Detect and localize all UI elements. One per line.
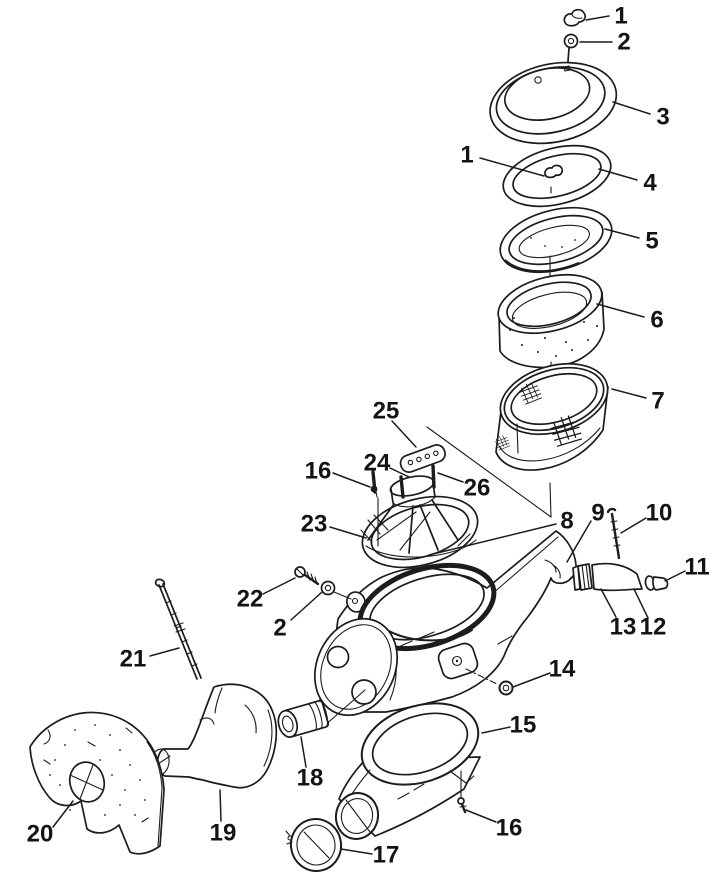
leader-line-6: [596, 303, 645, 318]
leader-line-8: [428, 523, 557, 556]
part-19-intake-boot: [150, 683, 278, 789]
leader-line-3: [612, 101, 651, 115]
callout-label-21: 21: [120, 646, 147, 673]
assembly-guide-line: [426, 426, 552, 518]
callout-label-11: 11: [684, 554, 709, 581]
part-13-hose-fitting: [572, 563, 593, 591]
leader-line-12: [633, 588, 649, 619]
callout-label-15: 15: [510, 712, 537, 739]
callout-label-16a: 16: [305, 458, 332, 485]
part-7-filter-element: [494, 362, 609, 471]
mount-boss-middle: [437, 642, 498, 685]
callout-label-22: 22: [237, 586, 264, 613]
leader-line-11: [664, 570, 686, 582]
part-20-foam-seal: [29, 711, 165, 855]
leader-line-18: [300, 736, 307, 768]
part-5-plate: [499, 206, 613, 274]
part-11-fitting-cap: [644, 575, 669, 591]
leader-line-23: [329, 526, 367, 539]
leader-line-1a: [585, 15, 610, 21]
callout-label-26: 26: [464, 475, 491, 502]
callout-label-17: 17: [373, 842, 400, 869]
part-15-intake-duct: [334, 702, 481, 840]
foam-seal-hole: [68, 761, 106, 803]
callout-label-9: 9: [591, 500, 604, 527]
callout-label-8: 8: [560, 508, 573, 535]
callout-label-14: 14: [549, 656, 576, 683]
parts-layer: [29, 8, 669, 872]
leader-line-5: [604, 228, 640, 239]
part-25-bracket-plate: [399, 444, 446, 473]
outlet-nipple-lines: [544, 559, 561, 579]
leader-line-4: [598, 168, 638, 181]
callout-label-4: 4: [643, 170, 657, 197]
part-1-clip-top: [563, 8, 587, 27]
leader-line-22: [262, 577, 296, 595]
callout-label-16b: 16: [496, 815, 523, 842]
leader-layer: [52, 15, 686, 855]
leader-line-25: [391, 420, 417, 448]
callout-label-2a: 2: [617, 29, 630, 56]
callout-label-23: 23: [301, 511, 328, 538]
part-18-drain-fitting: [277, 699, 330, 738]
leader-line-10: [620, 517, 647, 534]
leader-line-15: [481, 726, 511, 734]
leader-line-14: [512, 672, 551, 688]
part-8-9-airbox-body: [313, 530, 579, 728]
part-22-screw: [294, 566, 320, 586]
leader-line-1b: [479, 157, 545, 177]
leader-line-9: [566, 520, 592, 563]
callout-label-10: 10: [646, 500, 673, 527]
callout-label-19: 19: [210, 820, 237, 847]
callout-label-13: 13: [610, 614, 637, 641]
part-3-cover: [489, 61, 618, 145]
foam-texture: [509, 317, 598, 357]
part-2-washer-mid: [320, 580, 352, 600]
callout-label-12: 12: [640, 614, 667, 641]
part-16-screw-lower: [457, 770, 467, 814]
callout-label-2b: 2: [273, 615, 286, 642]
lid-seam-line: [491, 536, 559, 595]
callout-label-3: 3: [656, 104, 669, 131]
callout-label-24: 24: [364, 450, 391, 477]
part-17-clamp-ring: [285, 818, 343, 872]
callout-label-7: 7: [651, 388, 664, 415]
leader-line-7: [611, 388, 647, 399]
leader-line-20: [52, 800, 74, 828]
assembly-centerline-4: [549, 482, 552, 518]
part-4-seal-ring: [502, 144, 612, 208]
part-16-screw-upper: [370, 485, 379, 547]
leader-line-19: [219, 789, 222, 822]
foam-seal-texture: [43, 724, 149, 823]
leader-line-13: [600, 588, 617, 618]
callout-label-1b: 1: [460, 142, 473, 169]
callout-label-25: 25: [373, 398, 400, 425]
callout-label-18: 18: [297, 765, 324, 792]
leader-line-17: [340, 848, 373, 855]
leader-line-2b: [290, 591, 323, 621]
part-10-long-screw: [606, 507, 621, 560]
callout-label-20: 20: [27, 821, 54, 848]
callout-label-1a: 1: [614, 3, 627, 30]
callout-label-6: 6: [650, 307, 663, 334]
part-1-clip-on-ring: [544, 164, 564, 179]
callout-label-5: 5: [645, 228, 658, 255]
drain-hole-pointer: [322, 689, 366, 728]
part-14-nut: [498, 680, 514, 696]
part-21-long-screw: [154, 578, 202, 680]
part-12-vent-hose: [591, 562, 643, 592]
leader-line-16b: [465, 809, 497, 823]
leader-line-26: [437, 472, 464, 483]
airbox-front-plate: [313, 617, 399, 728]
leader-line-16a: [332, 472, 371, 488]
assembly-guide-tick: [516, 423, 519, 454]
part-2-washer-top: [563, 33, 579, 49]
leader-line-21: [149, 647, 180, 657]
part-6-foam-element: [497, 273, 605, 369]
leader-line-24: [389, 467, 410, 478]
